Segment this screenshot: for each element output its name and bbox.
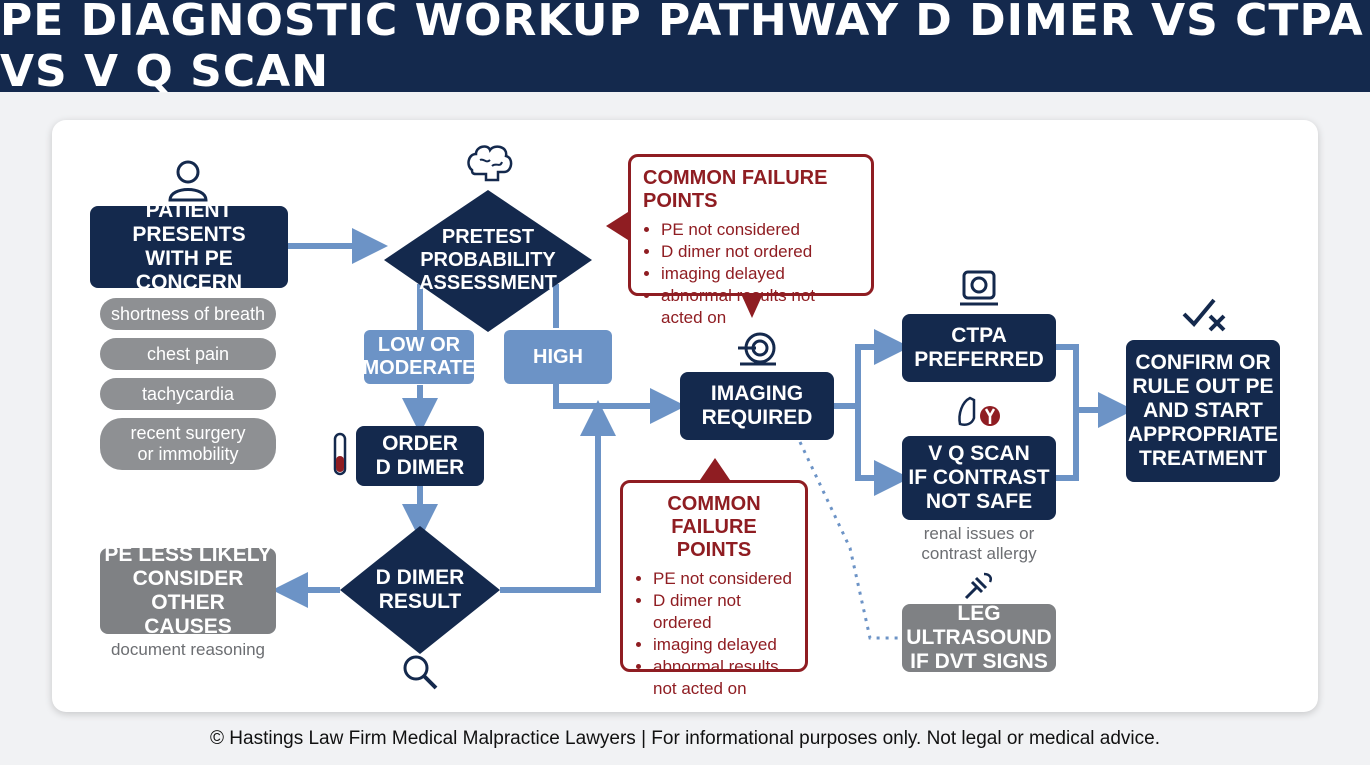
ultrasound-probe-icon: [964, 572, 992, 600]
failure-points-bottom: COMMON FAILURE POINTS PE not considered …: [620, 480, 808, 698]
failure-top-pointer: [606, 212, 628, 240]
arrow-result-to-imaging: [500, 400, 616, 593]
ddimer-result-label: D DIMER RESULT: [375, 566, 465, 613]
symptom-pill: chest pain: [100, 338, 276, 370]
pe-less-likely-box: PE LESS LIKELY CONSIDER OTHER CAUSES: [100, 543, 276, 638]
connector-ctpa-vq-merge: [1056, 344, 1079, 481]
confirm-treatment-box: CONFIRM OR RULE OUT PE AND START APPROPR…: [1126, 340, 1280, 482]
symptom-pill: recent surgery or immobility: [100, 418, 276, 470]
scanner-icon: [738, 332, 776, 366]
ddimer-result-diamond: [340, 526, 500, 654]
person-icon: [168, 160, 208, 202]
vq-note: renal issues or contrast allergy: [921, 524, 1037, 563]
imaging-required-box: IMAGING REQUIRED: [680, 372, 834, 440]
failure-bottom-pointer: [700, 458, 730, 480]
lungs-radiation-icon: [958, 396, 1000, 426]
failure-item: D dimer not ordered: [661, 241, 859, 263]
pretest-diamond: [384, 190, 592, 332]
failure-item: imaging delayed: [661, 263, 859, 285]
patient-presents-box: PATIENT PRESENTS WITH PE CONCERN: [90, 199, 288, 294]
ctpa-preferred-box: CTPA PREFERRED: [902, 314, 1056, 382]
document-reasoning-note: document reasoning: [110, 640, 266, 659]
vq-scan-box: V Q SCAN IF CONTRAST NOT SAFE: [902, 436, 1056, 520]
symptom-pill: shortness of breath: [100, 298, 276, 330]
brain-icon: [467, 145, 513, 182]
failure-bottom-title: COMMON FAILURE POINTS: [667, 493, 761, 561]
failure-item: PE not considered: [661, 219, 859, 241]
order-ddimer-box: ORDER D DIMER: [356, 426, 484, 486]
check-x-icon: [1182, 298, 1226, 332]
arrow-high-to-imaging: [553, 382, 686, 424]
pretest-label: PRETEST PROBABILITY ASSESSMENT: [419, 225, 557, 294]
dotted-link-leg-ultrasound: [798, 441, 900, 640]
failure-top-title: COMMON FAILURE POINTS: [643, 167, 828, 212]
leg-ultrasound-box: LEG ULTRASOUND IF DVT SIGNS: [902, 602, 1056, 673]
low-moderate-badge: LOW OR MODERATE: [363, 330, 475, 384]
magnifier-icon: [403, 655, 438, 690]
arrow-imaging-to-vq: [855, 406, 910, 496]
header-bar: PE DIAGNOSTIC WORKUP PATHWAY D DIMER VS …: [0, 0, 1370, 97]
high-badge: HIGH: [504, 330, 612, 384]
arrow-imaging-to-ctpa: [834, 329, 910, 409]
failure-top-pointer-down: [742, 296, 762, 318]
failure-item: D dimer not ordered: [653, 590, 793, 634]
test-tube-icon: [333, 432, 347, 476]
failure-item: imaging delayed: [653, 634, 793, 656]
page-title: PE DIAGNOSTIC WORKUP PATHWAY D DIMER VS …: [0, 0, 1364, 97]
ct-scanner-icon: [960, 270, 998, 306]
failure-item: PE not considered: [653, 568, 793, 590]
failure-points-top: COMMON FAILURE POINTS PE not considered …: [628, 154, 874, 327]
failure-item: abnormal results not acted on: [661, 285, 859, 329]
symptom-pill: tachycardia: [100, 378, 276, 410]
failure-item: abnormal results not acted on: [653, 656, 793, 700]
footer-disclaimer: © Hastings Law Firm Medical Malpractice …: [210, 728, 1160, 749]
